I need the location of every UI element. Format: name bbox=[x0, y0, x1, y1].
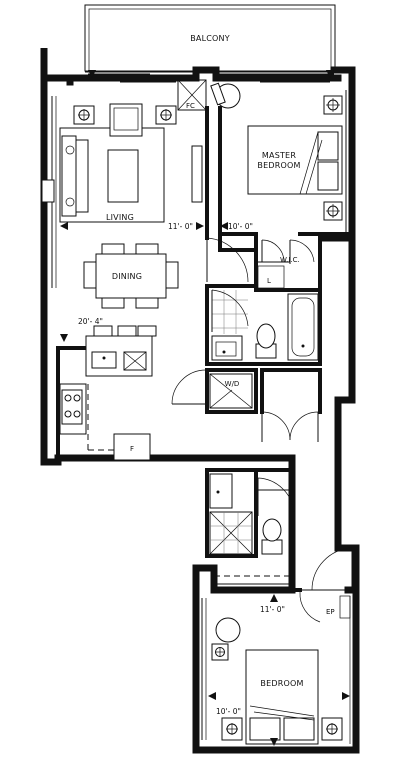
side-table-lamp bbox=[155, 105, 177, 125]
ep-label: EP bbox=[326, 608, 335, 616]
fc-label: FC bbox=[186, 102, 195, 110]
nightstand-lamp bbox=[323, 201, 343, 221]
walk-in-closet: W.I.C. L bbox=[261, 239, 315, 285]
bedroom-label: BEDROOM bbox=[260, 679, 303, 688]
kitchen-width-dimension: 20'- 4" bbox=[78, 317, 103, 326]
bedroom: 11'- 0" BEDROOM 10'- 0" bbox=[201, 575, 351, 746]
vanity bbox=[209, 473, 233, 509]
master-width-dimension: 10'- 0" bbox=[228, 222, 253, 231]
dining-chair bbox=[135, 243, 159, 255]
second-bathroom bbox=[209, 473, 295, 555]
nightstand-lamp bbox=[221, 717, 243, 741]
living-room: LIVING 11'- 0" bbox=[59, 103, 204, 231]
bar-stool bbox=[137, 325, 157, 337]
living-width-dimension: 11'- 0" bbox=[168, 222, 193, 231]
dining-chair bbox=[101, 243, 125, 255]
interior-walls bbox=[56, 79, 352, 592]
dining-chair bbox=[101, 297, 125, 309]
electrical-panel bbox=[339, 595, 351, 619]
bedroom-length-dimension: 11'- 0" bbox=[260, 605, 285, 614]
armchair bbox=[109, 103, 143, 137]
bar-stool bbox=[93, 325, 113, 337]
dining-label: DINING bbox=[112, 272, 142, 281]
dimension-arrow bbox=[208, 692, 216, 700]
entry: EP bbox=[299, 546, 353, 623]
main-bathroom bbox=[211, 289, 319, 361]
bar-stool bbox=[117, 325, 137, 337]
toilet bbox=[255, 323, 277, 359]
bathroom-tiles bbox=[212, 290, 248, 334]
dimension-arrow bbox=[342, 692, 350, 700]
dimension-arrow bbox=[196, 222, 204, 230]
vanity bbox=[211, 335, 243, 361]
dining-chair bbox=[165, 261, 179, 289]
armchair bbox=[215, 617, 241, 643]
tv-unit bbox=[191, 145, 203, 203]
dining-table bbox=[95, 253, 167, 299]
sofa bbox=[61, 135, 77, 217]
dimension-arrow bbox=[60, 222, 68, 230]
nightstand-lamp bbox=[323, 95, 343, 115]
kitchen: 20'- 4" F bbox=[59, 317, 157, 461]
balcony-label: BALCONY bbox=[190, 34, 230, 43]
washer-dryer-label: W/D bbox=[225, 380, 240, 388]
laundry: W/D bbox=[171, 369, 319, 442]
dining-chair bbox=[135, 297, 159, 309]
sink bbox=[91, 351, 117, 369]
master-bedroom-door bbox=[206, 237, 249, 283]
armchair bbox=[210, 82, 241, 109]
fridge-label: F bbox=[130, 445, 134, 453]
side-table-lamp bbox=[73, 105, 95, 125]
dimension-arrow bbox=[220, 222, 228, 230]
master-bedroom: MASTER BEDROOM 10'- 0" bbox=[210, 82, 347, 232]
side-table-lamp bbox=[211, 643, 229, 661]
fridge bbox=[113, 433, 151, 461]
master-bedroom-label-1: MASTER bbox=[262, 151, 296, 160]
nightstand-lamp bbox=[321, 717, 343, 741]
living-windows bbox=[41, 96, 57, 288]
bathtub bbox=[287, 293, 319, 361]
balcony: BALCONY bbox=[84, 4, 336, 73]
cooktop bbox=[61, 389, 83, 425]
dimension-arrow bbox=[270, 594, 278, 602]
pillow bbox=[317, 161, 339, 191]
linen-label: L bbox=[267, 277, 271, 285]
dining-chair bbox=[83, 261, 97, 289]
toilet bbox=[261, 518, 283, 555]
pillow bbox=[249, 717, 281, 741]
coffee-table bbox=[107, 149, 139, 203]
pillow bbox=[317, 131, 339, 161]
bedroom-width-dimension: 10'- 0" bbox=[216, 707, 241, 716]
living-label: LIVING bbox=[106, 213, 134, 222]
master-bedroom-label-2: BEDROOM bbox=[257, 161, 300, 170]
dimension-arrow bbox=[270, 738, 278, 746]
dining-area: DINING bbox=[83, 243, 179, 309]
dimension-arrow bbox=[60, 334, 68, 342]
balcony-door bbox=[88, 70, 334, 83]
pillow bbox=[283, 717, 315, 741]
